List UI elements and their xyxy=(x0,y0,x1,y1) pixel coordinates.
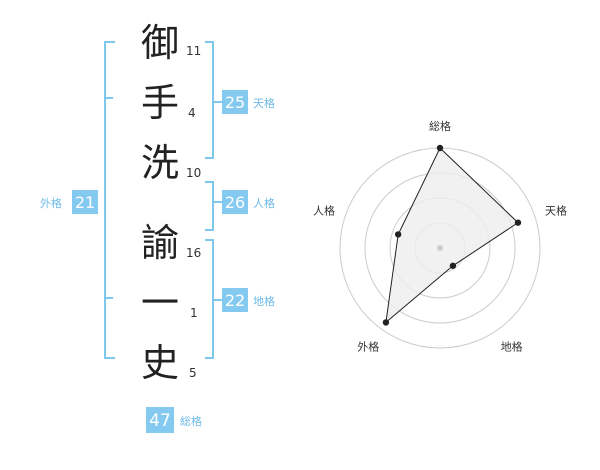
chikaku-badge xyxy=(222,288,248,312)
chikaku-value: 22 xyxy=(225,291,245,310)
tenkaku-badge xyxy=(222,90,248,114)
radar-axis-label-4: 外格 xyxy=(357,340,379,354)
name-char-1: 御 xyxy=(141,21,179,65)
stroke-count-2: 4 xyxy=(188,106,196,120)
stroke-count-4: 16 xyxy=(186,246,201,260)
jinkaku-bracket xyxy=(205,181,214,231)
jinkaku-badge xyxy=(222,190,248,214)
radar-axis-label-1: 総格 xyxy=(429,119,451,133)
stroke-count-5: 1 xyxy=(190,306,198,320)
name-char-3: 洗 xyxy=(141,141,179,185)
radar-area xyxy=(385,147,519,324)
tenkaku-bracket xyxy=(205,41,214,159)
radar-axis-label-2: 天格 xyxy=(545,203,567,217)
jinkaku-label: 人格 xyxy=(253,196,275,210)
gaikaku-value: 21 xyxy=(75,193,95,212)
tenkaku-label: 天格 xyxy=(253,96,275,110)
radar-point-3 xyxy=(449,262,457,269)
gaikaku-badge xyxy=(72,190,98,214)
stroke-count-1: 11 xyxy=(186,44,201,58)
radar-point-5 xyxy=(394,231,402,238)
radar-axis-label-3: 地格 xyxy=(501,340,523,354)
radar-point-1 xyxy=(436,144,444,152)
gaikaku-bracket xyxy=(104,41,115,359)
stroke-count-6: 5 xyxy=(189,366,197,380)
name-char-5: 一 xyxy=(141,281,179,325)
jinkaku-value: 26 xyxy=(225,193,245,212)
name-char-6: 史 xyxy=(141,341,179,385)
radar-axis-label-5: 人格 xyxy=(313,203,335,217)
tenkaku-value: 25 xyxy=(225,93,245,112)
soukaku-badge xyxy=(146,407,174,433)
gaikaku-label: 外格 xyxy=(40,196,62,210)
radar-center-dot xyxy=(437,245,443,251)
radar-point-2 xyxy=(514,219,522,226)
stroke-count-3: 10 xyxy=(186,166,201,180)
radar-point-4 xyxy=(382,319,390,326)
name-char-4: 諭 xyxy=(141,221,179,265)
soukaku-value: 47 xyxy=(149,411,171,431)
radar-points xyxy=(382,144,522,326)
name-char-2: 手 xyxy=(141,81,179,125)
chikaku-label: 地格 xyxy=(253,294,275,308)
soukaku-label: 総格 xyxy=(180,414,202,428)
chikaku-bracket xyxy=(205,239,214,359)
